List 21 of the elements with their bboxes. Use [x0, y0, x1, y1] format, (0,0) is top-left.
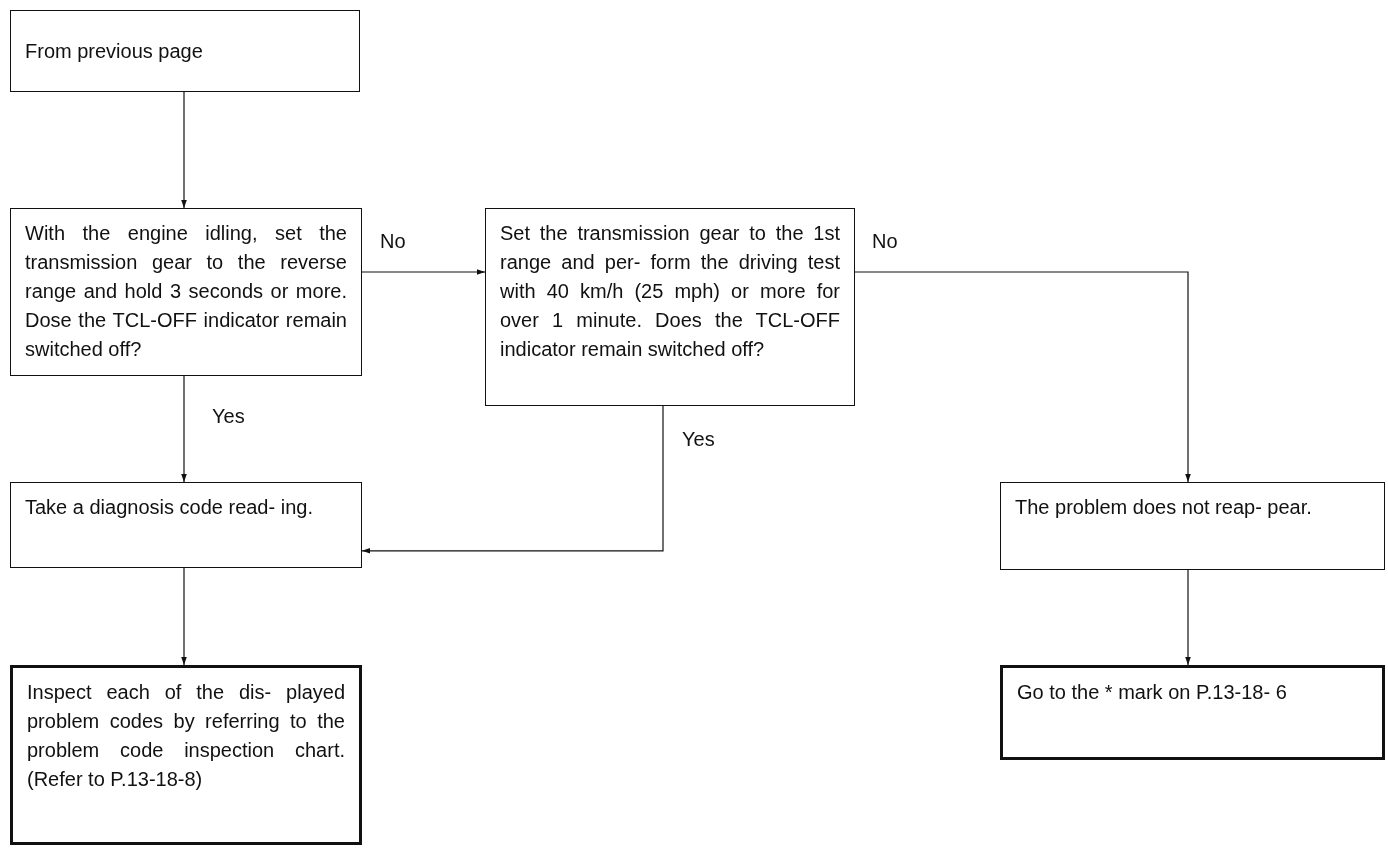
process-box [485, 208, 855, 406]
arrow [181, 375, 187, 483]
process-box [10, 665, 362, 845]
box-text: The problem does not reap- pear. [1015, 495, 1313, 520]
box-text: Take a diagnosis code read- ing. [25, 495, 314, 520]
box-text: Inspect each of the dis- played problem codes by referring to the problem code inspection chart. (Refer to P.13-18-8) [27, 680, 345, 792]
process-box [10, 10, 360, 92]
process-box [10, 208, 362, 376]
box-text: From previous page [25, 38, 204, 64]
arrow [854, 271, 1191, 483]
box-text: Set the transmission gear to the 1st range and per- form the driving test with 40 km/h (25 mph) or more for over 1 minute. Does the TCL-OFF indicator remain switched off? [500, 221, 840, 362]
arrow [361, 269, 486, 275]
arrow [181, 91, 187, 209]
box-text: Go to the * mark on P.13-18- 6 [1017, 680, 1288, 705]
arrow [361, 405, 664, 554]
arrow [181, 567, 187, 666]
box-text: With the engine idling, set the transmission gear to the reverse range and hold 3 seconds or more. Dose the TCL-OFF indicator remain switched off? [25, 221, 347, 362]
process-box [1000, 482, 1385, 570]
process-box [1000, 665, 1385, 760]
process-box [10, 482, 362, 568]
arrow [1185, 569, 1191, 666]
